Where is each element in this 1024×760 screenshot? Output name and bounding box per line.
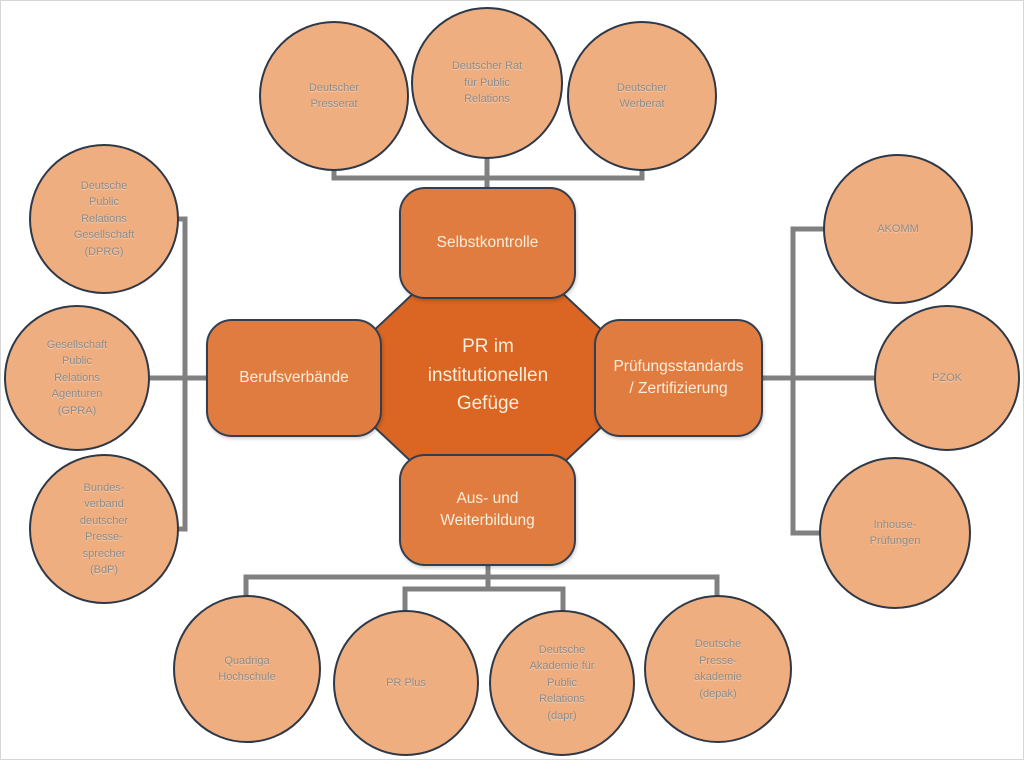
org-label: PR Plus bbox=[386, 676, 426, 689]
branch-selbstkontrolle: Selbstkontrolle bbox=[399, 187, 576, 299]
connector-right-rail bbox=[790, 226, 825, 536]
org-label: Deutscher Rat für Public Relations bbox=[451, 60, 523, 106]
org-gpra: Gesellschaft Public Relations Agenturen … bbox=[4, 305, 150, 451]
org-label: Inhouse- Prüfungen bbox=[869, 518, 921, 548]
org-pzok: PZOK bbox=[874, 305, 1020, 451]
branch-label: Selbstkontrolle bbox=[436, 233, 539, 251]
branch-aus-und-weiterbildung: Aus- und Weiterbildung bbox=[399, 454, 576, 566]
org-inhouse-pruefungen: Inhouse- Prüfungen bbox=[819, 457, 971, 609]
branch-berufsverbaende: Berufsverbände bbox=[206, 319, 382, 437]
center-node-label: PR im institutionellen Gefüge bbox=[427, 336, 549, 414]
org-label: Deutsche Akademie für Public Relations (… bbox=[529, 643, 595, 722]
connector-left-rail bbox=[175, 216, 188, 532]
org-dprg: Deutsche Public Relations Gesellschaft (… bbox=[29, 144, 179, 294]
org-label: Quadriga Hochschule bbox=[218, 654, 276, 684]
org-label: Bundes- verband deutscher Presse- sprech… bbox=[79, 481, 129, 577]
org-depak: Deutsche Presse- akademie (depak) bbox=[644, 595, 792, 743]
branch-label: Berufsverbände bbox=[239, 368, 349, 386]
org-label: Deutsche Presse- akademie (depak) bbox=[694, 638, 742, 700]
branch-label: Prüfungsstandards / Zertifizierung bbox=[613, 357, 744, 397]
org-pr-plus: PR Plus bbox=[333, 610, 479, 756]
connector-bottom-outer-rail bbox=[243, 574, 720, 599]
org-deutscher-werberat: Deutscher Werberat bbox=[567, 21, 717, 171]
org-label: PZOK bbox=[932, 371, 962, 384]
org-bdp: Bundes- verband deutscher Presse- sprech… bbox=[29, 454, 179, 604]
org-dapr: Deutsche Akademie für Public Relations (… bbox=[489, 610, 635, 756]
org-label: Deutsche Public Relations Gesellschaft (… bbox=[73, 179, 135, 258]
org-label: Deutscher Werberat bbox=[616, 81, 668, 111]
connector-bottom-inner-rail bbox=[402, 586, 566, 613]
org-label: Deutscher Presserat bbox=[308, 81, 360, 111]
branch-label: Aus- und Weiterbildung bbox=[440, 489, 535, 529]
org-akomm: AKOMM bbox=[823, 154, 973, 304]
branch-pruefungsstandards-zertifizierung: Prüfungsstandards / Zertifizierung bbox=[594, 319, 763, 437]
org-deutscher-rat-fuer-public-relations: Deutscher Rat für Public Relations bbox=[411, 7, 563, 159]
org-label: AKOMM bbox=[877, 222, 919, 235]
org-deutscher-presserat: Deutscher Presserat bbox=[259, 21, 409, 171]
org-quadriga-hochschule: Quadriga Hochschule bbox=[173, 595, 321, 743]
org-label: Gesellschaft Public Relations Agenturen … bbox=[46, 338, 108, 417]
